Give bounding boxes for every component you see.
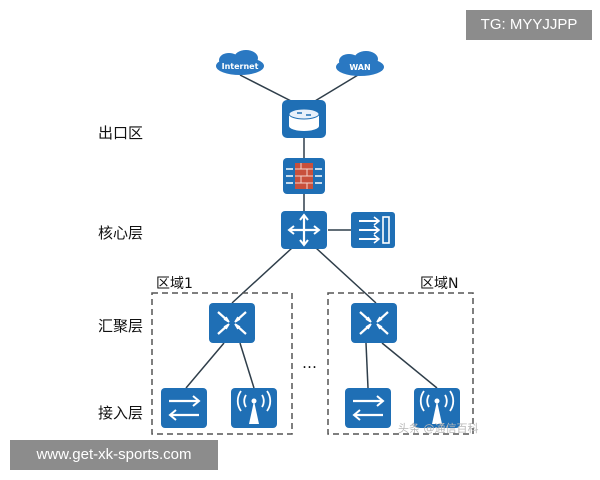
tg-badge: TG: MYYJJPP <box>466 10 592 40</box>
layer-label-egress: 出口区 <box>98 124 143 142</box>
watermark-text: 头条 @通信百科 <box>398 421 479 435</box>
aggregation-switch-icon <box>351 303 397 343</box>
line-agg1-ap <box>239 342 255 389</box>
core-switch-icon <box>281 211 327 249</box>
line-aggn-ap <box>381 342 438 389</box>
region-n-box <box>327 292 474 435</box>
wireless-ap-icon <box>231 388 277 428</box>
internet-label: Internet <box>222 62 259 71</box>
router-icon <box>282 100 326 138</box>
line-agg1-access-switch <box>185 342 225 389</box>
wan-cloud-icon: WAN <box>336 51 384 76</box>
firewall-icon <box>283 158 325 194</box>
region-n-label: 区域N <box>420 276 458 292</box>
website-badge: www.get-xk-sports.com <box>10 440 218 470</box>
layer-label-access: 接入层 <box>98 404 143 422</box>
layer-label-core: 核心层 <box>98 224 143 242</box>
wan-label: WAN <box>349 63 370 72</box>
access-switch-icon <box>161 388 207 428</box>
connection-lines <box>185 74 438 389</box>
layer-label-aggregation: 汇聚层 <box>98 317 143 335</box>
security-appliance-icon <box>351 212 395 248</box>
region-1-label: 区域1 <box>156 276 193 292</box>
wireless-ap-icon <box>414 388 460 428</box>
line-wan-router <box>309 74 359 105</box>
region-ellipsis: … <box>302 354 317 372</box>
line-core-aggn <box>315 247 377 304</box>
line-aggn-access-switch <box>365 342 369 389</box>
internet-cloud-icon: Internet <box>216 50 264 75</box>
line-core-agg1 <box>231 247 293 304</box>
aggregation-switch-icon <box>209 303 255 343</box>
access-switch-icon <box>345 388 391 428</box>
region-1-box <box>151 292 293 435</box>
line-internet-router <box>239 74 298 105</box>
